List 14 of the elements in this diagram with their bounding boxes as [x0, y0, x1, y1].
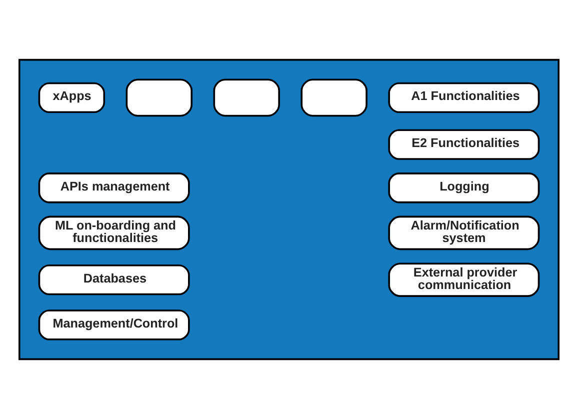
node-box	[126, 78, 193, 117]
node-box: E2 Functionalities	[388, 129, 540, 160]
node-box	[300, 78, 368, 117]
node-box: Databases	[38, 264, 190, 296]
node-box: Alarm/Notification system	[388, 216, 540, 250]
cluster	[18, 58, 560, 360]
node-box: A1 Functionalities	[388, 82, 540, 114]
node-box: ML on-boarding and functionalities	[38, 216, 190, 250]
node-box: APIs management	[38, 172, 190, 204]
node-box: External provider communication	[388, 262, 540, 297]
node-box: Logging	[388, 172, 540, 204]
node-box: xApps	[38, 82, 106, 114]
node-box: Management/Control	[38, 310, 190, 340]
node-box	[213, 78, 280, 117]
